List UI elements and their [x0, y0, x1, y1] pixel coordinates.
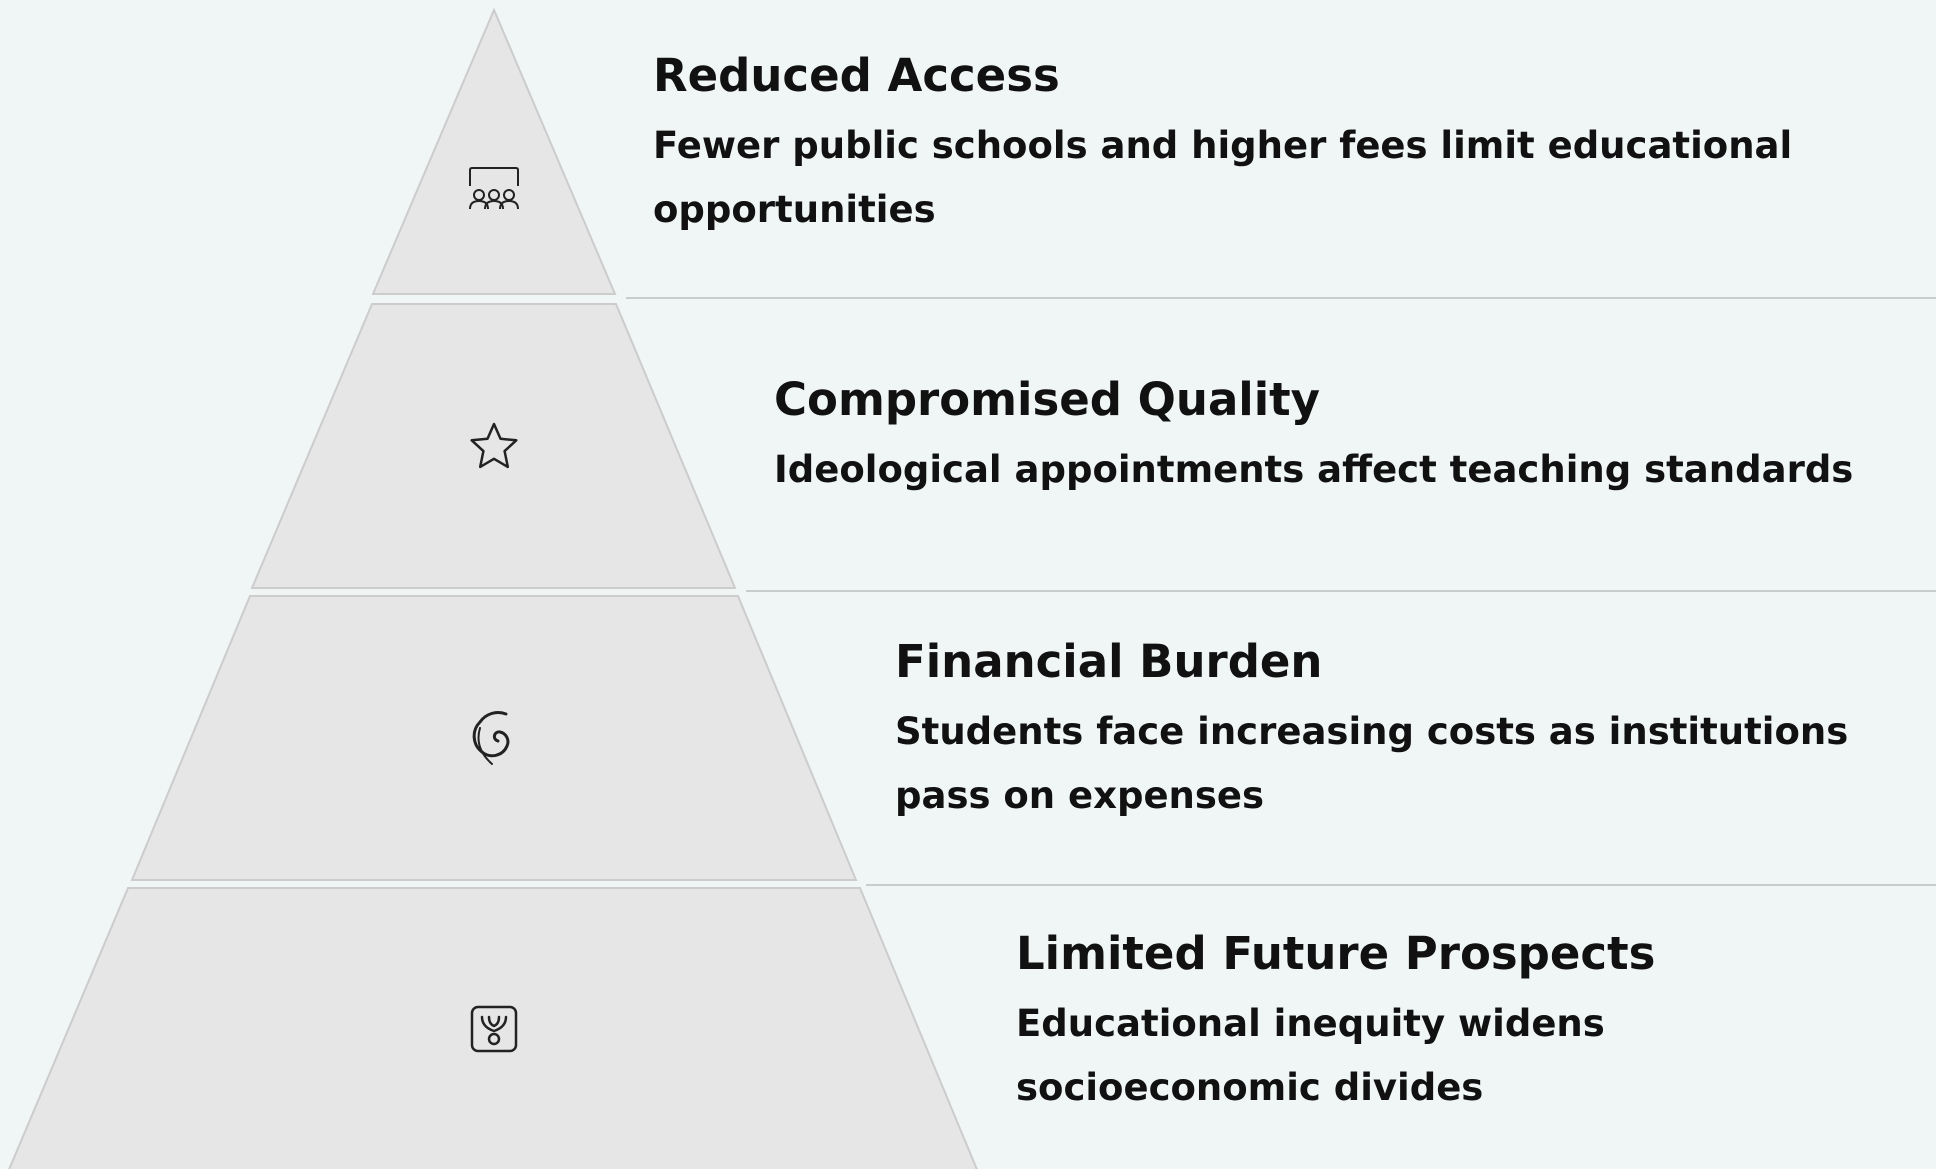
pyramid-level-3: Financial Burden Students face increasin… [895, 630, 1915, 828]
level-title: Reduced Access [653, 49, 1060, 102]
pyramid-segment-4 [8, 887, 978, 1169]
pyramid-level-4: Limited Future Prospects Educational ine… [1016, 922, 1916, 1120]
swirl-icon [472, 711, 510, 765]
pyramid-segment-1 [371, 7, 617, 295]
level-description: Fewer public schools and higher fees lim… [653, 124, 1793, 231]
level-title: Compromised Quality [774, 373, 1320, 426]
star-icon [470, 422, 518, 469]
branch-icon [470, 1005, 518, 1053]
pyramid-segment-2 [250, 303, 737, 589]
pyramid-level-1: Reduced Access Fewer public schools and … [653, 44, 1873, 242]
level-title: Limited Future Prospects [1016, 927, 1656, 980]
level-description: Ideological appointments affect teaching… [774, 448, 1854, 491]
level-title: Financial Burden [895, 635, 1323, 688]
level-description: Educational inequity widens socioeconomi… [1016, 1002, 1605, 1109]
school-audience-icon [469, 167, 519, 210]
level-description: Students face increasing costs as instit… [895, 710, 1849, 817]
pyramid-level-2: Compromised Quality Ideological appointm… [774, 368, 1904, 502]
